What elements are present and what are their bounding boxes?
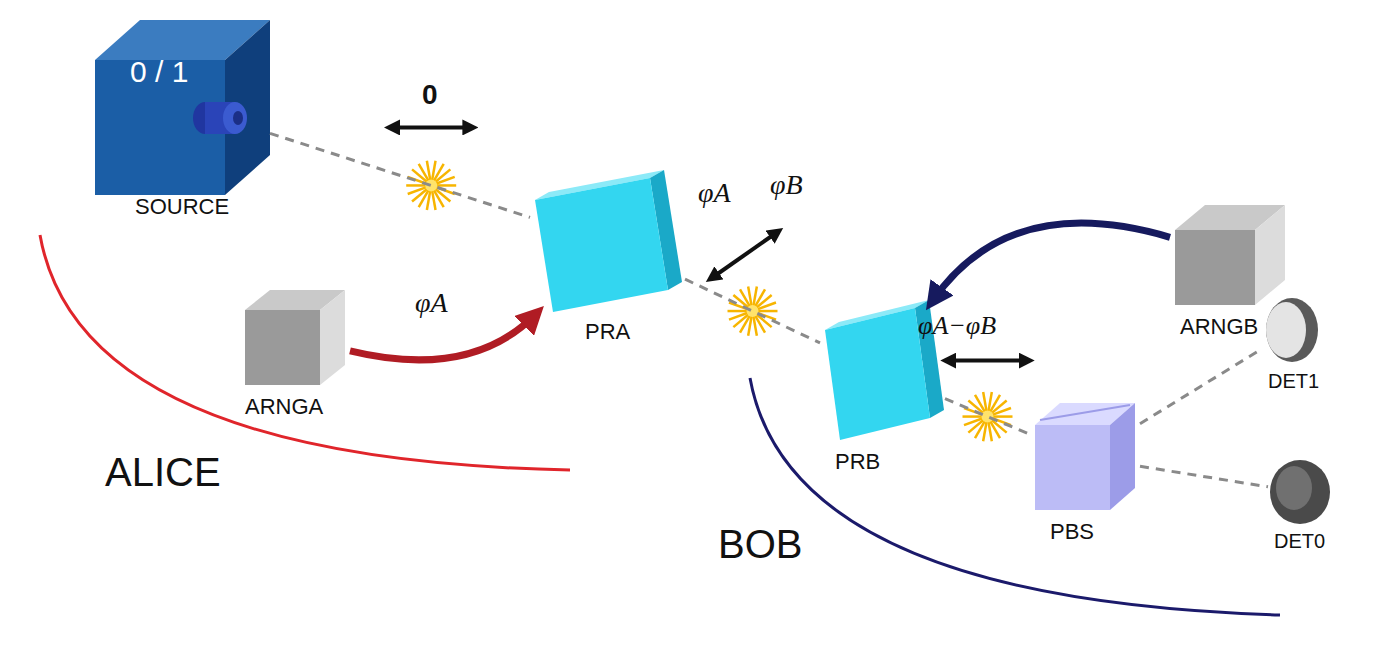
party-label: ALICE	[105, 450, 221, 494]
control-arrow	[933, 223, 1170, 300]
rng-cube-front	[245, 310, 320, 385]
photon-ray	[993, 415, 1013, 418]
polarisation-arrow	[712, 232, 778, 278]
device-node: DET0	[1268, 458, 1333, 526]
beam-line	[1140, 350, 1260, 424]
photon-ray	[757, 302, 776, 309]
beam-line	[270, 133, 530, 217]
source-knob	[233, 111, 243, 125]
bob-arc	[750, 378, 1280, 615]
source-knob	[223, 102, 247, 134]
rng-cube-side	[1255, 205, 1285, 305]
photon-ray	[963, 415, 983, 418]
photon-core	[982, 411, 994, 423]
detector-body	[1270, 460, 1330, 524]
device-label: 0 / 1	[130, 55, 188, 88]
edge-label: φA	[415, 288, 448, 319]
alice-arc	[40, 235, 570, 470]
device-label: DET0	[1274, 530, 1325, 552]
rotator-slab-front	[825, 308, 930, 440]
detector-body	[1266, 298, 1318, 362]
device-label: SOURCE	[135, 195, 229, 219]
device-label: ARNGA	[245, 395, 323, 419]
device-node: 0 / 1SOURCE	[95, 15, 270, 195]
photon-ray	[758, 310, 778, 313]
beam-line	[1140, 466, 1268, 486]
polarisation-label: φA	[698, 178, 731, 209]
photon-ray	[432, 190, 435, 210]
device-label: PBS	[1050, 520, 1094, 544]
photon-ray	[983, 392, 986, 412]
pbs-diagonal	[1040, 405, 1130, 420]
photon-ray	[436, 177, 455, 184]
photon-ray	[988, 421, 991, 441]
photon-ray	[992, 408, 1011, 415]
photon-ray	[729, 313, 748, 320]
device-label: DET1	[1268, 370, 1319, 392]
photon-ray	[728, 310, 748, 313]
photon-ray	[964, 418, 983, 425]
device-label: ARNGB	[1180, 315, 1258, 339]
rng-cube-front	[1175, 230, 1255, 305]
photon-ray	[436, 184, 456, 187]
device-node: PBS	[1030, 400, 1140, 515]
device-node: ARNGB	[1170, 200, 1290, 310]
detector-face	[1266, 302, 1306, 358]
device-node: PRA	[530, 170, 685, 315]
device-label: PRA	[585, 320, 630, 344]
device-label: PRB	[835, 450, 880, 474]
detector-face	[1276, 466, 1312, 510]
rotator-slab-front	[535, 178, 668, 312]
photon-ray	[748, 286, 751, 306]
polarisation-arrow	[948, 359, 1028, 363]
photon-ray	[427, 161, 430, 181]
rng-cube-side	[320, 290, 345, 385]
beam-line	[945, 399, 1030, 435]
pbs-cube-front	[1035, 425, 1110, 510]
control-arrow	[350, 315, 535, 360]
polarisation-label: φA−φB	[918, 312, 996, 341]
party-label: BOB	[718, 522, 802, 566]
photon-ray	[408, 187, 427, 194]
pbs-cube-side	[1110, 403, 1135, 510]
photon-ray	[753, 316, 756, 336]
device-node: DET1	[1260, 295, 1325, 365]
polarisation-label: 0	[422, 80, 438, 111]
device-node: ARNGA	[240, 285, 350, 390]
edge-label: φB	[770, 170, 803, 201]
beam-line	[685, 279, 820, 343]
photon-ray	[406, 184, 426, 187]
photon-core	[747, 305, 759, 317]
polarisation-arrow	[391, 125, 471, 129]
